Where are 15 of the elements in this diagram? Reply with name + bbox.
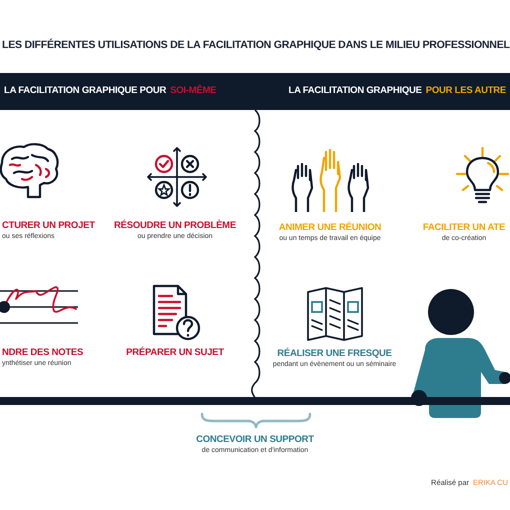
item-heading: ANIMER UNE RÉUNION (278, 221, 382, 234)
item-heading: FACILITER UN ATE (422, 221, 506, 234)
item-heading: RÉALISER UNE FRESQUE (277, 347, 392, 360)
item-heading: RÉSOUDRE UN PROBLÈME (114, 219, 236, 232)
title: LES DIFFÉRENTES UTILISATIONS DE LA FACILITATION GRAPHIQUE DANS LE MILIEU PROFESSIONNEL (2, 38, 508, 53)
item-heading: NDRE DES NOTES (2, 346, 84, 359)
header-highlight: POUR LES AUTRE (426, 84, 506, 98)
header-highlight: SOI-MÊME (170, 84, 216, 98)
item-heading: CTURER UN PROJET (2, 219, 95, 232)
header-band (0, 73, 255, 110)
header-band (255, 73, 510, 110)
header-text: LA FACILITATION GRAPHIQUE POUR (4, 84, 166, 98)
header-text: LA FACILITATION GRAPHIQUE (288, 84, 422, 98)
item-heading: CONCEVOIR UN SUPPORT (196, 433, 314, 446)
item-heading: PRÉPARER UN SUJET (126, 346, 224, 359)
